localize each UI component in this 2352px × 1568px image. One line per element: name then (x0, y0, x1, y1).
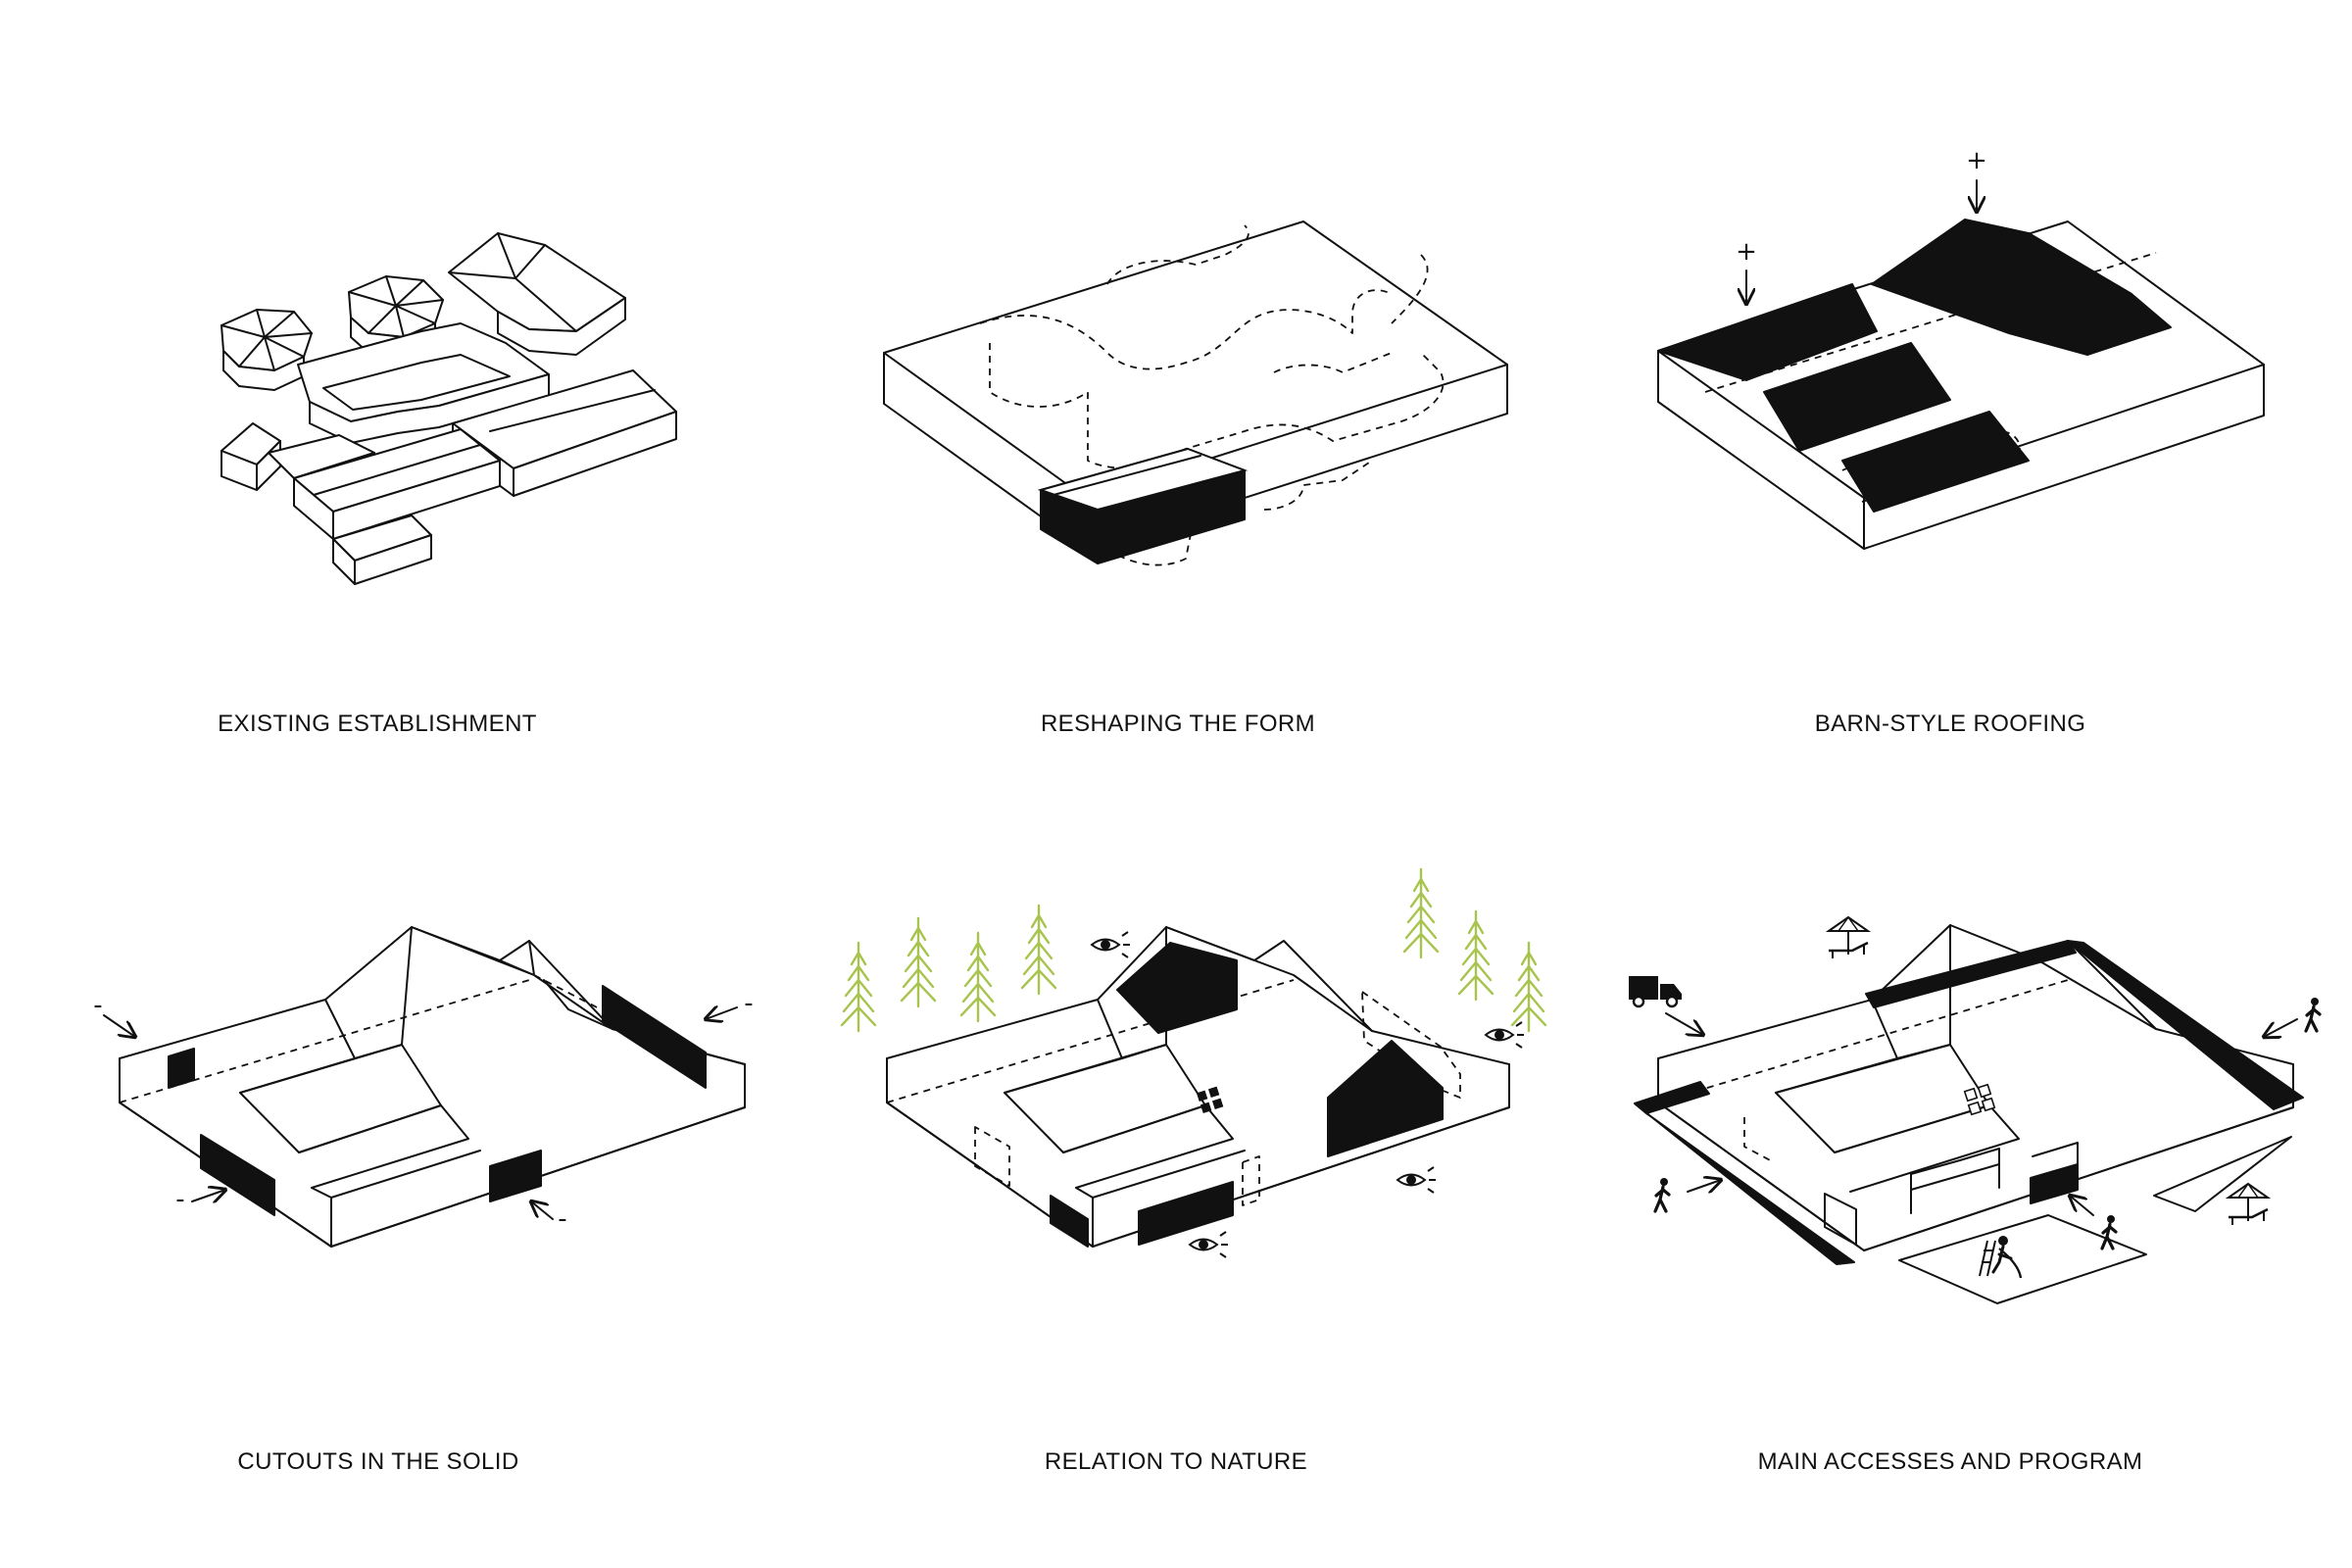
nature-massing-drawing (886, 926, 1510, 1248)
parasol-lounger-icon (2227, 1182, 2270, 1227)
tree-icon (1457, 909, 1494, 1002)
arrow-icon (191, 1190, 225, 1201)
arrow-icon (2264, 1018, 2298, 1037)
caption-relation-to-nature: RELATION TO NATURE (1045, 1448, 1307, 1475)
eye-icon (1396, 1166, 1437, 1194)
panel-existing-establishment: EXISTING ESTABLISHMENT (218, 232, 677, 737)
arrow-icon (1665, 1012, 1703, 1035)
caption-reshaping-the-form: RESHAPING THE FORM (1041, 710, 1315, 737)
cutout-indicators: - - - - (93, 989, 753, 1234)
truck-icon (1629, 976, 1682, 1008)
window-grid-icon (1196, 1086, 1224, 1113)
eye-icon (1189, 1231, 1229, 1258)
roof-raise-arrow-right: + (1966, 146, 1987, 212)
tree-icon (840, 941, 877, 1033)
tree-icon (959, 931, 997, 1023)
window-grid-icon (1963, 1083, 1996, 1116)
arrow-icon (706, 1007, 738, 1019)
minus-symbol: - (175, 1185, 184, 1214)
arrow-icon (531, 1201, 554, 1220)
roof-raise-arrow-left: + (1736, 237, 1757, 304)
panel-reshaping-the-form: RESHAPING THE FORM (883, 220, 1508, 737)
cutouts-massing-drawing (119, 926, 746, 1248)
barn-roofing-drawing (1657, 219, 2265, 550)
slide-icon (1979, 1236, 2023, 1279)
tree-icon (1402, 867, 1440, 959)
plus-symbol: + (1966, 146, 1987, 175)
panel-cutouts-in-the-solid: - - - - CUTOUTS IN THE SOLID (93, 926, 754, 1475)
reshaping-box-drawing (883, 220, 1508, 566)
program-massing-drawing (1634, 924, 2304, 1304)
caption-main-accesses-and-program: MAIN ACCESSES AND PROGRAM (1758, 1448, 2143, 1475)
pool-plate (1898, 1214, 2147, 1304)
minus-symbol: - (744, 989, 753, 1018)
arrow-icon (1687, 1180, 1721, 1192)
eye-icon (1485, 1021, 1525, 1049)
caption-existing-establishment: EXISTING ESTABLISHMENT (218, 710, 537, 737)
caption-barn-style-roofing: BARN-STYLE ROOFING (1815, 710, 2086, 737)
pedestrian-icon (2100, 1213, 2118, 1250)
arrow-icon (2070, 1196, 2094, 1216)
pedestrian-icon (2304, 996, 2322, 1033)
minus-symbol: - (558, 1204, 566, 1234)
tree-icon (1020, 904, 1057, 996)
terrace-plate (2153, 1136, 2292, 1212)
tree-icon (900, 916, 937, 1008)
plus-symbol: + (1736, 237, 1757, 267)
caption-cutouts-in-the-solid: CUTOUTS IN THE SOLID (237, 1448, 518, 1475)
tree-icon (1510, 941, 1547, 1033)
panel-main-accesses-and-program: MAIN ACCESSES AND PROGRAM (1629, 915, 2322, 1475)
program-symbols (1629, 915, 2322, 1279)
arrow-icon (103, 1014, 135, 1037)
minus-symbol: - (93, 991, 102, 1020)
parasol-lounger-icon (1827, 915, 1870, 960)
existing-buildings-drawing (220, 232, 677, 585)
panel-barn-style-roofing: + + BARN-STYLE ROOFING (1657, 146, 2265, 737)
eye-icon (1091, 931, 1131, 958)
pedestrian-icon (1653, 1176, 1671, 1213)
panel-relation-to-nature: RELATION TO NATURE (840, 867, 1547, 1475)
